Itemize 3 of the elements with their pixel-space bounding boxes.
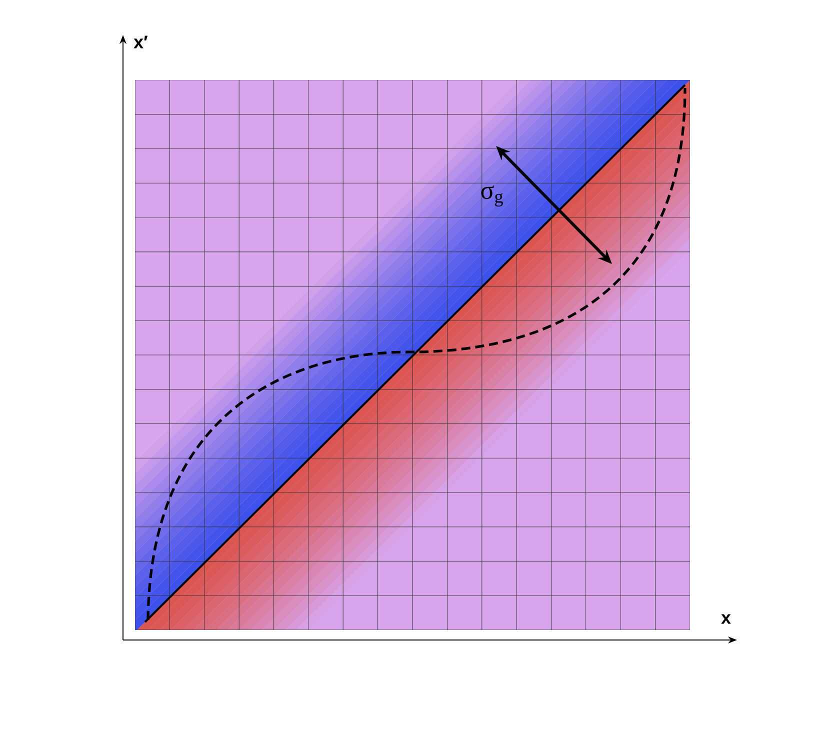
dimension-label: σ$_{g}$	[481, 186, 503, 206]
axis-label: x	[721, 614, 731, 624]
axis-label: x′	[134, 36, 148, 48]
